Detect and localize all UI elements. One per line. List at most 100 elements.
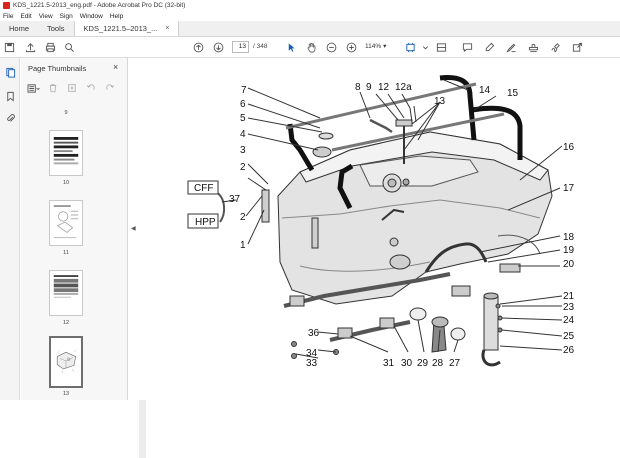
hand-tool-icon[interactable] [306,40,317,54]
bookmark-icon[interactable] [4,90,16,102]
callout-32: 31 [383,358,395,369]
zoom-level: 114% [365,43,382,50]
zoom-dropdown[interactable]: 114% ▾ [365,41,393,53]
tab-document[interactable]: KDS_1221.5–2013_... × [73,21,180,36]
collapse-panel-icon[interactable]: ◀ [131,226,136,232]
toolbar: 13 / 348 114% ▾ [0,37,620,58]
tab-home[interactable]: Home [9,24,30,33]
callout-15: 14 [479,85,491,96]
highlight-pen-icon[interactable] [484,40,495,54]
callout-2: 2 [240,212,246,223]
panel-toolbar [25,80,125,96]
callout-31: 30 [401,358,413,369]
document-viewer: CFF HPP 7 6 5 4 3 2 2 1 37 8 9 12 12a 13… [136,58,620,400]
thumbnail-label: 9 [64,110,68,116]
thumbnail-page[interactable] [49,130,83,176]
callout-20: 19 [563,245,575,256]
callout-28: 27 [449,358,461,369]
share-icon[interactable] [572,40,583,54]
thumbnail-label: 12 [62,320,70,326]
next-page-icon[interactable] [213,40,224,54]
callout-4: 3 [240,145,246,156]
callout-26: 25 [563,331,575,342]
callout-12a: 12 [378,82,390,93]
zoom-search-icon[interactable] [64,40,75,54]
window-title: KDS_1221.5-2013_eng.pdf - Adobe Acrobat … [13,2,186,9]
previous-page-icon[interactable] [193,40,204,54]
attachment-icon[interactable] [4,112,16,124]
callout-3: 2 [240,162,246,173]
thumbnail-options-icon[interactable] [27,82,40,94]
tab-bar: Home Tools KDS_1221.5–2013_... × [0,21,620,37]
callout-37: 37 [229,194,241,205]
insert-page-icon[interactable] [65,82,78,94]
select-cursor-icon[interactable] [286,40,297,54]
callout-19: 18 [563,232,575,243]
menu-edit[interactable]: Edit [20,12,32,20]
thumbnail-list: 9 10 11 [25,100,121,400]
callout-34: 34 [306,348,318,359]
chevron-down-icon: ▾ [383,43,387,50]
fit-page-icon[interactable] [405,40,416,54]
tab-tools[interactable]: Tools [47,24,65,33]
callout-16: 15 [507,88,519,99]
callout-30: 29 [417,358,429,369]
page-number-input[interactable]: 13 [232,41,249,53]
panel-title: Page Thumbnails [28,64,87,73]
thumbnail-label: 13 [62,391,70,397]
fit-options-chevron-icon[interactable] [420,40,431,54]
callout-18: 17 [563,183,575,194]
callout-14: 13 [434,96,446,107]
menu-help[interactable]: Help [109,12,124,20]
hpp-box-label: HPP [195,217,216,228]
callout-36: 36 [308,328,320,339]
upload-icon[interactable] [25,40,36,54]
fill-sign-icon[interactable] [550,40,561,54]
zoom-out-icon[interactable] [326,40,337,54]
thumbnail-page[interactable] [49,270,83,316]
callout-29: 28 [432,358,444,369]
stamp-icon[interactable] [528,40,539,54]
thumbnail-label: 10 [62,180,70,186]
zoom-in-icon[interactable] [346,40,357,54]
title-bar: KDS_1221.5-2013_eng.pdf - Adobe Acrobat … [0,0,620,11]
rotate-right-icon[interactable] [103,82,116,94]
panel-close-icon[interactable]: × [113,62,119,72]
menu-view[interactable]: View [38,12,53,20]
tab-close-icon[interactable]: × [165,25,170,32]
menu-bar: File Edit View Sign Window Help [0,11,620,21]
thumbnail-page[interactable] [49,200,83,246]
fuel-tank-exploded-diagram: CFF HPP 7 6 5 4 3 2 2 1 37 8 9 12 12a 13… [187,75,575,369]
rotate-left-icon[interactable] [84,82,97,94]
callout-25: 24 [563,315,575,326]
callout-5: 4 [240,129,246,140]
menu-file[interactable]: File [3,12,14,20]
left-rail [0,58,20,400]
delete-page-icon[interactable] [46,82,59,94]
page-total: / 348 [253,43,268,50]
callout-21: 20 [563,259,575,270]
callout-13: 12a [395,82,412,93]
thumbnail-page-current[interactable] [49,336,83,388]
callout-23: 21 [563,291,575,302]
menu-window[interactable]: Window [79,12,103,20]
draw-icon[interactable] [506,40,517,54]
comment-icon[interactable] [462,40,473,54]
thumbnail-label: 11 [63,250,69,256]
callout-24: 23 [563,302,575,313]
page-thumbnails-icon[interactable] [4,66,16,78]
callout-27: 26 [563,345,575,356]
scroll-mode-icon[interactable] [436,40,447,54]
cff-box-label: CFF [194,183,213,194]
save-icon[interactable] [4,40,15,54]
print-icon[interactable] [45,40,56,54]
thumbnails-panel: Page Thumbnails × 9 [21,58,146,458]
callout-7: 6 [240,99,246,110]
callout-33: 33 [306,358,318,369]
callout-9: 8 [355,82,361,93]
acrobat-logo-icon [3,2,10,9]
callout-17: 16 [563,142,575,153]
callout-8: 7 [241,85,247,96]
tab-document-label: KDS_1221.5–2013_... [83,24,158,33]
menu-sign[interactable]: Sign [59,12,73,20]
